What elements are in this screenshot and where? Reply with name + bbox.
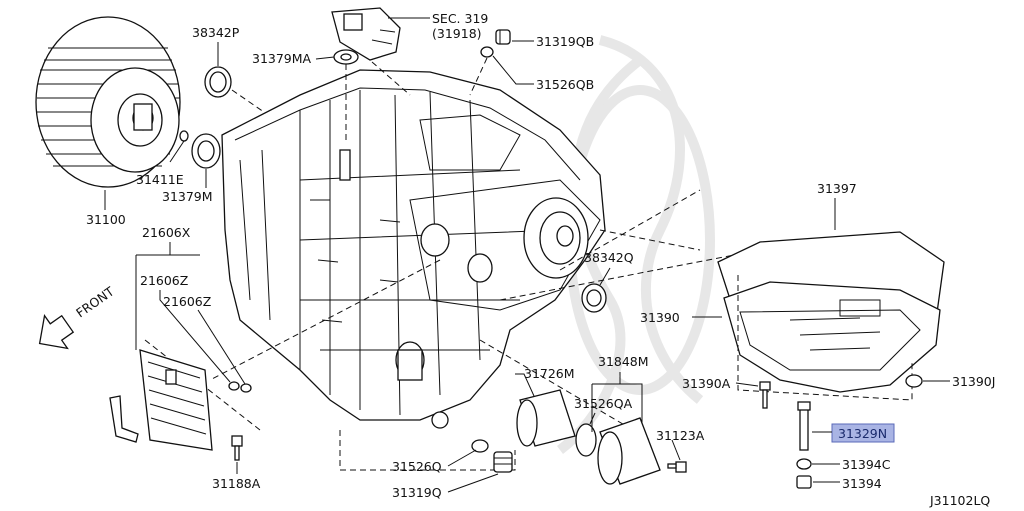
plug-31319QB[interactable]: [495, 29, 511, 45]
washer-31394C[interactable]: [796, 458, 812, 470]
bolt-31123A[interactable]: [667, 461, 687, 473]
label-sec319-ref: (31918): [432, 26, 482, 41]
label-31397: 31397: [817, 181, 857, 196]
label-31329N[interactable]: 31329N: [838, 426, 887, 441]
oil-cooler-21606X[interactable]: [109, 349, 213, 451]
label-31394: 31394: [842, 476, 882, 491]
oil-seal-38342P[interactable]: [204, 66, 232, 98]
label-21606Z: 21606Z: [140, 273, 188, 288]
torque-converter-31100[interactable]: [35, 16, 181, 188]
oil-pan-31390[interactable]: [723, 281, 941, 393]
label-31726M: 31726M: [524, 366, 575, 381]
o-ring-31411E[interactable]: [179, 130, 189, 142]
highlight-31329N: [831, 423, 895, 443]
label-38342Q: 38342Q: [584, 250, 634, 265]
o-ring-21606Z-a[interactable]: [228, 381, 240, 391]
label-31526Q: 31526Q: [392, 459, 442, 474]
label-sec319: SEC. 319: [432, 11, 488, 26]
label-31390A: 31390A: [682, 376, 731, 391]
label-31526QB: 31526QB: [536, 77, 594, 92]
filter-cover-31848M[interactable]: [597, 417, 661, 485]
filter-element-31726M[interactable]: [516, 389, 576, 447]
label-31319Q: 31319Q: [392, 485, 442, 500]
o-ring-31526QB[interactable]: [480, 46, 494, 58]
oil-seal-31379M[interactable]: [191, 133, 221, 169]
label-31390: 31390: [640, 310, 680, 325]
front-direction-arrow: [38, 313, 75, 350]
washer-31379MA[interactable]: [333, 49, 359, 65]
label-31379M: 31379M: [162, 189, 213, 204]
plug-31319Q[interactable]: [493, 451, 513, 473]
diagram-code: J31102LQ: [929, 493, 990, 508]
label-31123A: 31123A: [656, 428, 705, 443]
sensor-sec319[interactable]: [331, 7, 401, 61]
label-31188A: 31188A: [212, 476, 261, 491]
magnet-31390J[interactable]: [905, 374, 923, 388]
label-21606Z-b: 21606Z: [163, 294, 211, 309]
transaxle-case[interactable]: [221, 69, 606, 429]
tube-31329N[interactable]: [797, 401, 811, 451]
o-ring-31526QA[interactable]: [575, 423, 597, 457]
label-21606X: 21606X: [142, 225, 191, 240]
label-31390J: 31390J: [952, 374, 995, 389]
o-ring-21606Z-b[interactable]: [240, 383, 252, 393]
label-31379MA: 31379MA: [252, 51, 312, 66]
label-31100: 31100: [86, 212, 126, 227]
label-31394C: 31394C: [842, 457, 891, 472]
label-31526QA: 31526QA: [574, 396, 633, 411]
bolt-31188A[interactable]: [231, 435, 243, 461]
label-front: FRONT: [73, 283, 117, 320]
label-31319QB: 31319QB: [536, 34, 594, 49]
label-31848M: 31848M: [598, 354, 649, 369]
label-38342P: 38342P: [192, 25, 240, 40]
drain-plug-31394[interactable]: [796, 475, 812, 489]
bolt-31390A[interactable]: [759, 381, 771, 409]
o-ring-31526Q[interactable]: [471, 439, 489, 453]
oil-seal-38342Q[interactable]: [581, 283, 607, 313]
label-31411E: 31411E: [136, 172, 184, 187]
